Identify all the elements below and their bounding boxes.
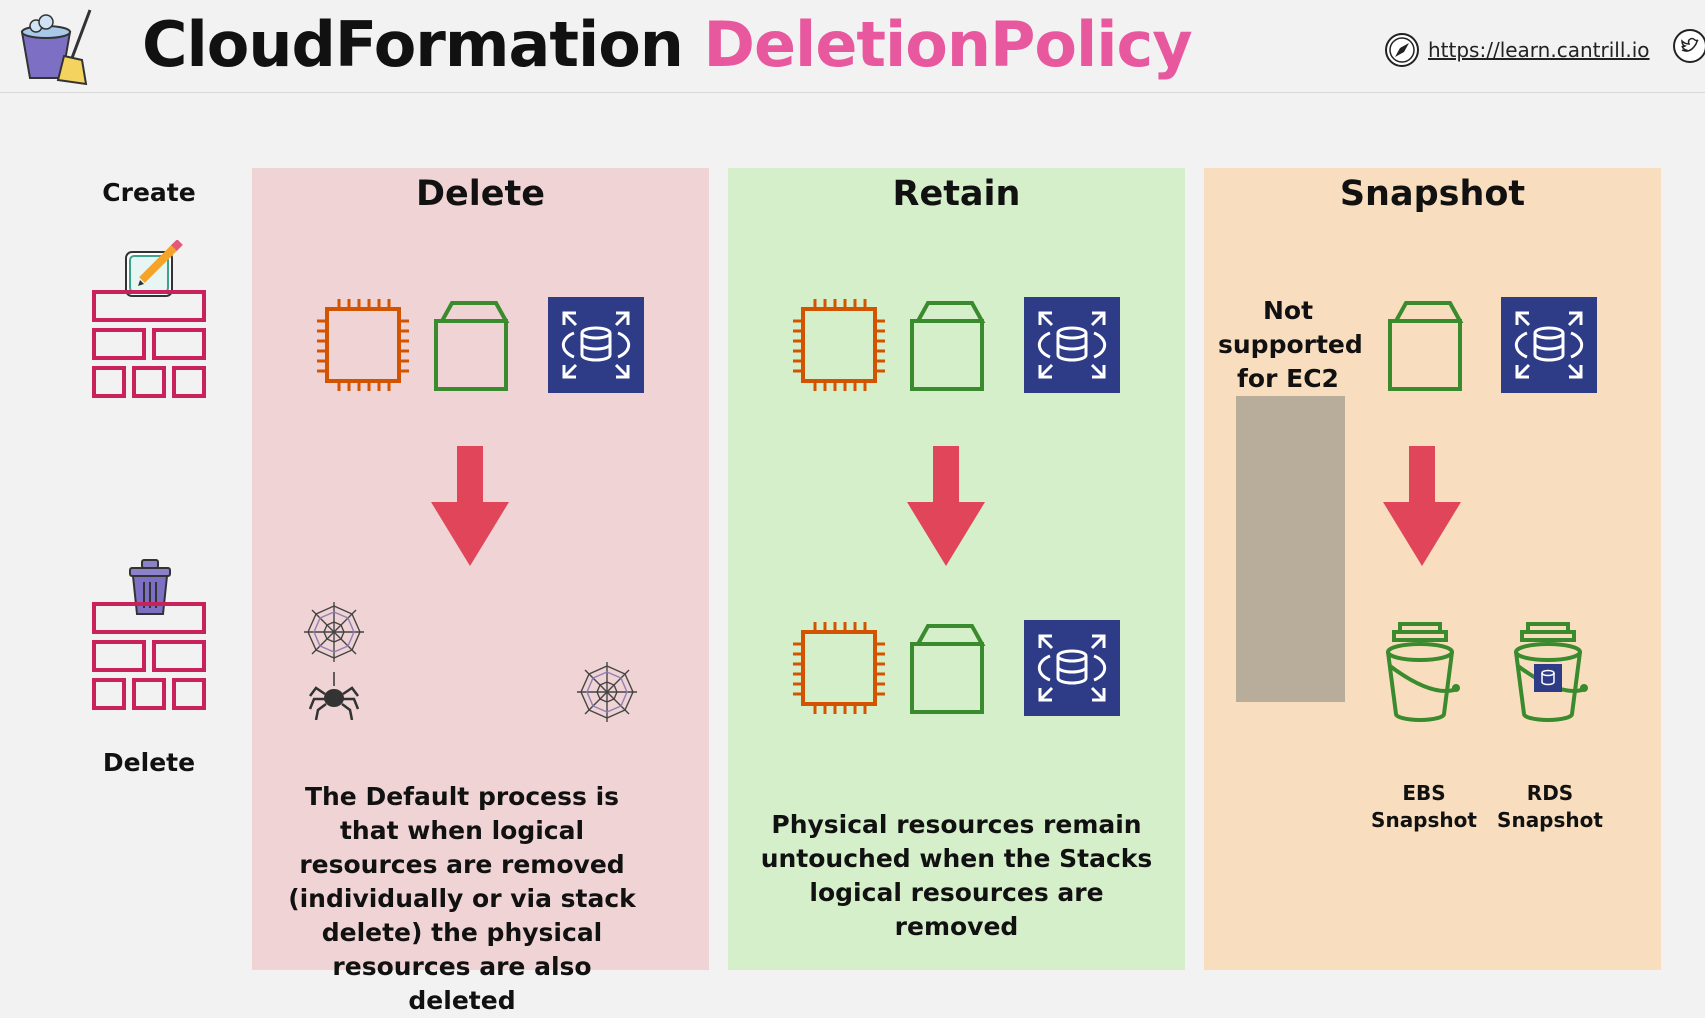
cobweb-icon	[303, 601, 365, 663]
ebs-snapshot-caption: EBS Snapshot	[1371, 781, 1477, 832]
down-arrow-icon	[431, 446, 509, 566]
delete-label: Delete	[102, 748, 196, 777]
title-highlight: DeletionPolicy	[703, 8, 1193, 81]
snapshot-column: Snapshot Not supported for EC2 EBS Snaps…	[1204, 168, 1661, 970]
page-title: CloudFormation DeletionPolicy	[142, 8, 1193, 81]
ec2-not-supported-note: Not supported for EC2	[1218, 296, 1363, 393]
down-arrow-icon	[1383, 446, 1461, 566]
delete-column: Delete The Default process is that when …	[252, 168, 709, 1015]
site-link[interactable]: https://learn.cantrill.io	[1428, 38, 1650, 62]
retain-description: Physical resources remain untouched when…	[760, 810, 1153, 941]
stack-delete-icon	[92, 602, 206, 710]
ebs-volume-icon	[434, 301, 508, 391]
ebs-volume-icon	[910, 624, 984, 714]
compass-icon	[1385, 33, 1419, 67]
ec2-chip-icon	[791, 620, 887, 716]
header-bar: CloudFormation DeletionPolicy https://le…	[0, 0, 1705, 93]
ebs-volume-icon	[1388, 301, 1462, 391]
twitter-icon[interactable]	[1672, 28, 1705, 64]
delete-title: Delete	[416, 174, 545, 214]
rds-snapshot-bucket-icon	[1514, 622, 1590, 722]
snapshot-title: Snapshot	[1339, 174, 1526, 214]
rds-database-icon	[1024, 620, 1120, 716]
delete-description: The Default process is that when logical…	[288, 782, 636, 1015]
retain-column: Retain Physical resources remain untouch…	[728, 168, 1185, 970]
rds-database-icon	[548, 297, 644, 393]
stack-create-icon	[92, 290, 206, 398]
pencil-note-icon	[125, 240, 183, 297]
rds-database-icon	[1024, 297, 1120, 393]
title-main: CloudFormation	[142, 8, 684, 81]
ebs-snapshot-bucket-icon	[1386, 622, 1462, 722]
rds-database-icon	[1501, 297, 1597, 393]
create-label: Create	[102, 178, 196, 207]
retain-title: Retain	[892, 174, 1021, 214]
down-arrow-icon	[907, 446, 985, 566]
ec2-chip-icon	[315, 297, 411, 393]
cobweb-icon	[576, 661, 638, 723]
ec2-chip-icon	[791, 297, 887, 393]
bucket-broom-logo-icon	[20, 9, 92, 86]
spider-icon	[308, 672, 360, 720]
ebs-volume-icon	[910, 301, 984, 391]
rds-snapshot-caption: RDS Snapshot	[1497, 781, 1603, 832]
ec2-unsupported-placeholder	[1236, 396, 1345, 702]
site-link-group: https://learn.cantrill.io	[1384, 32, 1650, 68]
